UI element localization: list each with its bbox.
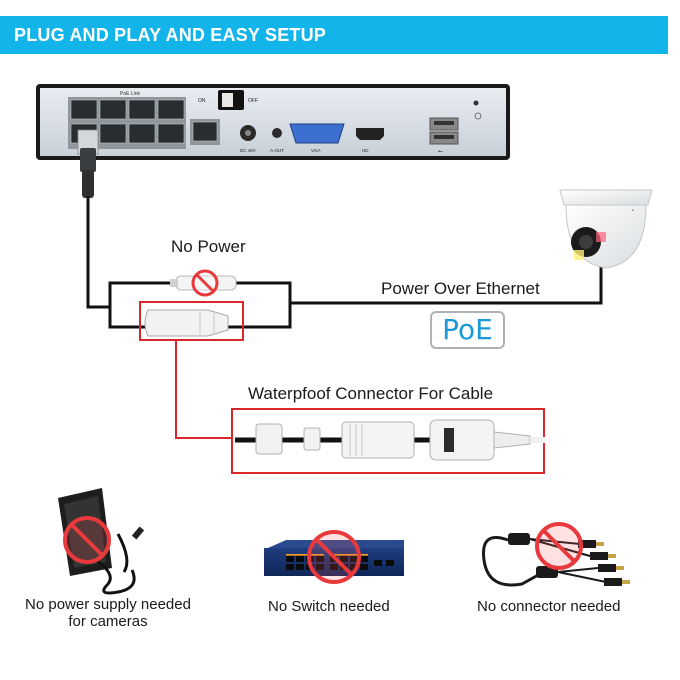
svg-text:•: • xyxy=(632,208,634,214)
nvr-device: PoE Link ON OFF DC 48V A-OUT xyxy=(36,84,510,160)
prohibited-icon xyxy=(63,516,111,564)
dome-camera-icon: • xyxy=(559,189,653,269)
ethernet-cable xyxy=(86,196,603,329)
usb-label: ⭠ xyxy=(438,148,443,155)
power-splitter-icon xyxy=(482,533,630,587)
nvr-ground-icon xyxy=(474,112,482,120)
dc-label: DC 48V xyxy=(240,148,256,153)
no-switch-caption: No Switch needed xyxy=(268,598,390,615)
waterproof-kit xyxy=(235,419,545,461)
ethernet-plug-icon xyxy=(77,129,99,198)
no-power-supply-caption: No power supply needed for cameras xyxy=(0,596,216,630)
no-power-supply-line-2: for cameras xyxy=(68,613,148,630)
nvr-uplink-port xyxy=(190,119,220,145)
nvr-vga-port: VGA xyxy=(289,123,345,153)
header-banner: PLUG AND PLAY AND EASY SETUP xyxy=(0,16,668,54)
nvr-reset-icon xyxy=(473,100,479,106)
nvr-hdmi-port: HD xyxy=(356,128,384,153)
hdmi-label: HD xyxy=(362,148,369,153)
prohibited-icon xyxy=(307,530,361,584)
nvr-power-switch: ON OFF xyxy=(198,90,258,110)
no-power-supply-line-1: No power supply needed xyxy=(25,596,191,613)
switch-off-label: OFF xyxy=(248,98,258,104)
audio-label: A-OUT xyxy=(270,148,284,153)
switch-on-label: ON xyxy=(198,98,206,104)
header-title: PLUG AND PLAY AND EASY SETUP xyxy=(14,25,326,45)
prohibited-icon xyxy=(535,522,583,570)
waterproof-connector-label: Waterpfoof Connector For Cable xyxy=(248,384,494,403)
vga-label: VGA xyxy=(311,148,321,153)
nvr-audio-jack: A-OUT xyxy=(270,128,284,153)
no-power-label: No Power xyxy=(171,237,246,256)
no-connector-caption: No connector needed xyxy=(477,598,621,615)
nvr-usb-ports: ⭠ xyxy=(429,117,459,155)
power-over-ethernet-label: Power Over Ethernet xyxy=(381,279,540,298)
nvr-dc-jack: DC 48V xyxy=(240,125,256,153)
poe-link-label: PoE Link xyxy=(120,91,141,97)
waterproof-connector-icon xyxy=(144,309,229,337)
prohibited-icon xyxy=(191,269,219,297)
poe-badge: PoE xyxy=(430,311,505,349)
